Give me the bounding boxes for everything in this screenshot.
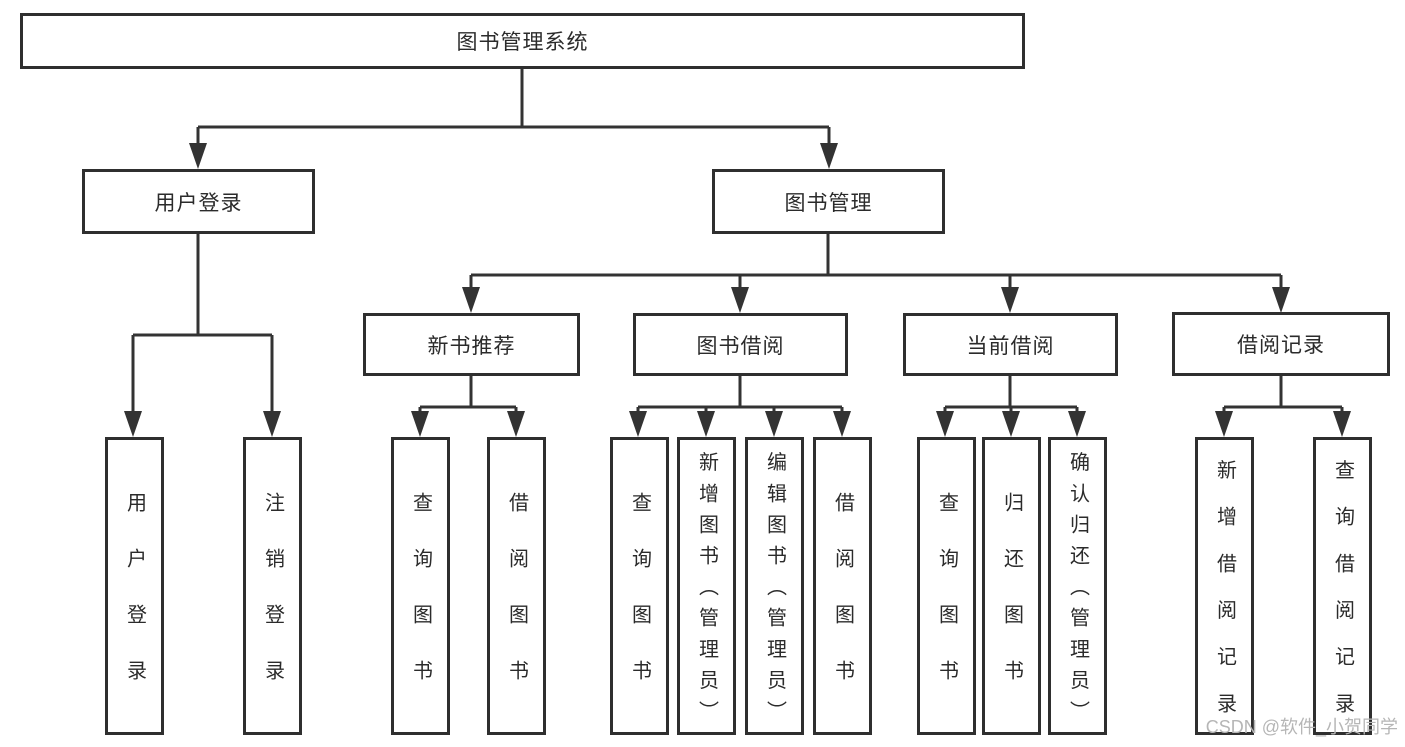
node-new-book-recommendation-label: 新书推荐 <box>427 334 516 358</box>
node-book-borrowing-label: 图书借阅 <box>696 334 785 358</box>
leaf-user-login-label: 用户登录 <box>123 492 146 716</box>
node-new-book-recommendation: 新书推荐 <box>363 313 580 376</box>
leaf-borrow-books: 借阅图书 <box>813 437 872 735</box>
leaf-borrow-books-rec: 借阅图书 <box>487 437 546 735</box>
node-user-login-label: 用户登录 <box>154 191 243 215</box>
node-root-label: 图书管理系统 <box>456 31 589 54</box>
leaf-edit-books-admin: 编辑图书（管理员） <box>745 437 804 735</box>
leaf-return-books-label: 归还图书 <box>1000 492 1023 716</box>
leaf-user-login: 用户登录 <box>105 437 164 735</box>
leaf-return-books: 归还图书 <box>982 437 1041 735</box>
node-current-borrowing-label: 当前借阅 <box>966 334 1055 358</box>
leaf-query-books-borrow: 查询图书 <box>610 437 669 735</box>
node-borrowing-records: 借阅记录 <box>1172 312 1390 376</box>
node-root-system: 图书管理系统 <box>20 13 1025 69</box>
leaf-query-borrow-record: 查询借阅记录 <box>1313 437 1372 739</box>
leaf-add-borrow-record-label: 新增借阅记录 <box>1213 459 1236 740</box>
leaf-query-borrow-record-label: 查询借阅记录 <box>1331 459 1354 740</box>
leaf-edit-books-admin-label: 编辑图书（管理员） <box>763 451 786 732</box>
leaf-confirm-return-admin-label: 确认归还（管理员） <box>1066 451 1089 732</box>
leaf-query-books-rec: 查询图书 <box>391 437 450 735</box>
leaf-add-borrow-record: 新增借阅记录 <box>1195 437 1254 739</box>
leaf-logout: 注销登录 <box>243 437 302 735</box>
node-book-borrowing: 图书借阅 <box>633 313 848 376</box>
node-book-management: 图书管理 <box>712 169 945 234</box>
leaf-add-books-admin-label: 新增图书（管理员） <box>695 451 718 732</box>
leaf-query-books-borrow-label: 查询图书 <box>628 492 651 716</box>
leaf-borrow-books-rec-label: 借阅图书 <box>505 492 528 716</box>
leaf-query-books-current: 查询图书 <box>917 437 976 735</box>
leaf-add-books-admin: 新增图书（管理员） <box>677 437 736 735</box>
csdn-watermark: CSDN @软件_小贺同学 <box>1205 717 1398 737</box>
leaf-query-books-current-label: 查询图书 <box>935 492 958 716</box>
leaf-logout-label: 注销登录 <box>261 492 284 716</box>
leaf-confirm-return-admin: 确认归还（管理员） <box>1048 437 1107 735</box>
leaf-query-books-rec-label: 查询图书 <box>409 492 432 716</box>
leaf-borrow-books-label: 借阅图书 <box>831 492 854 716</box>
node-current-borrowing: 当前借阅 <box>903 313 1118 376</box>
node-user-login: 用户登录 <box>82 169 315 234</box>
node-book-management-label: 图书管理 <box>784 191 873 215</box>
node-borrowing-records-label: 借阅记录 <box>1237 334 1325 357</box>
